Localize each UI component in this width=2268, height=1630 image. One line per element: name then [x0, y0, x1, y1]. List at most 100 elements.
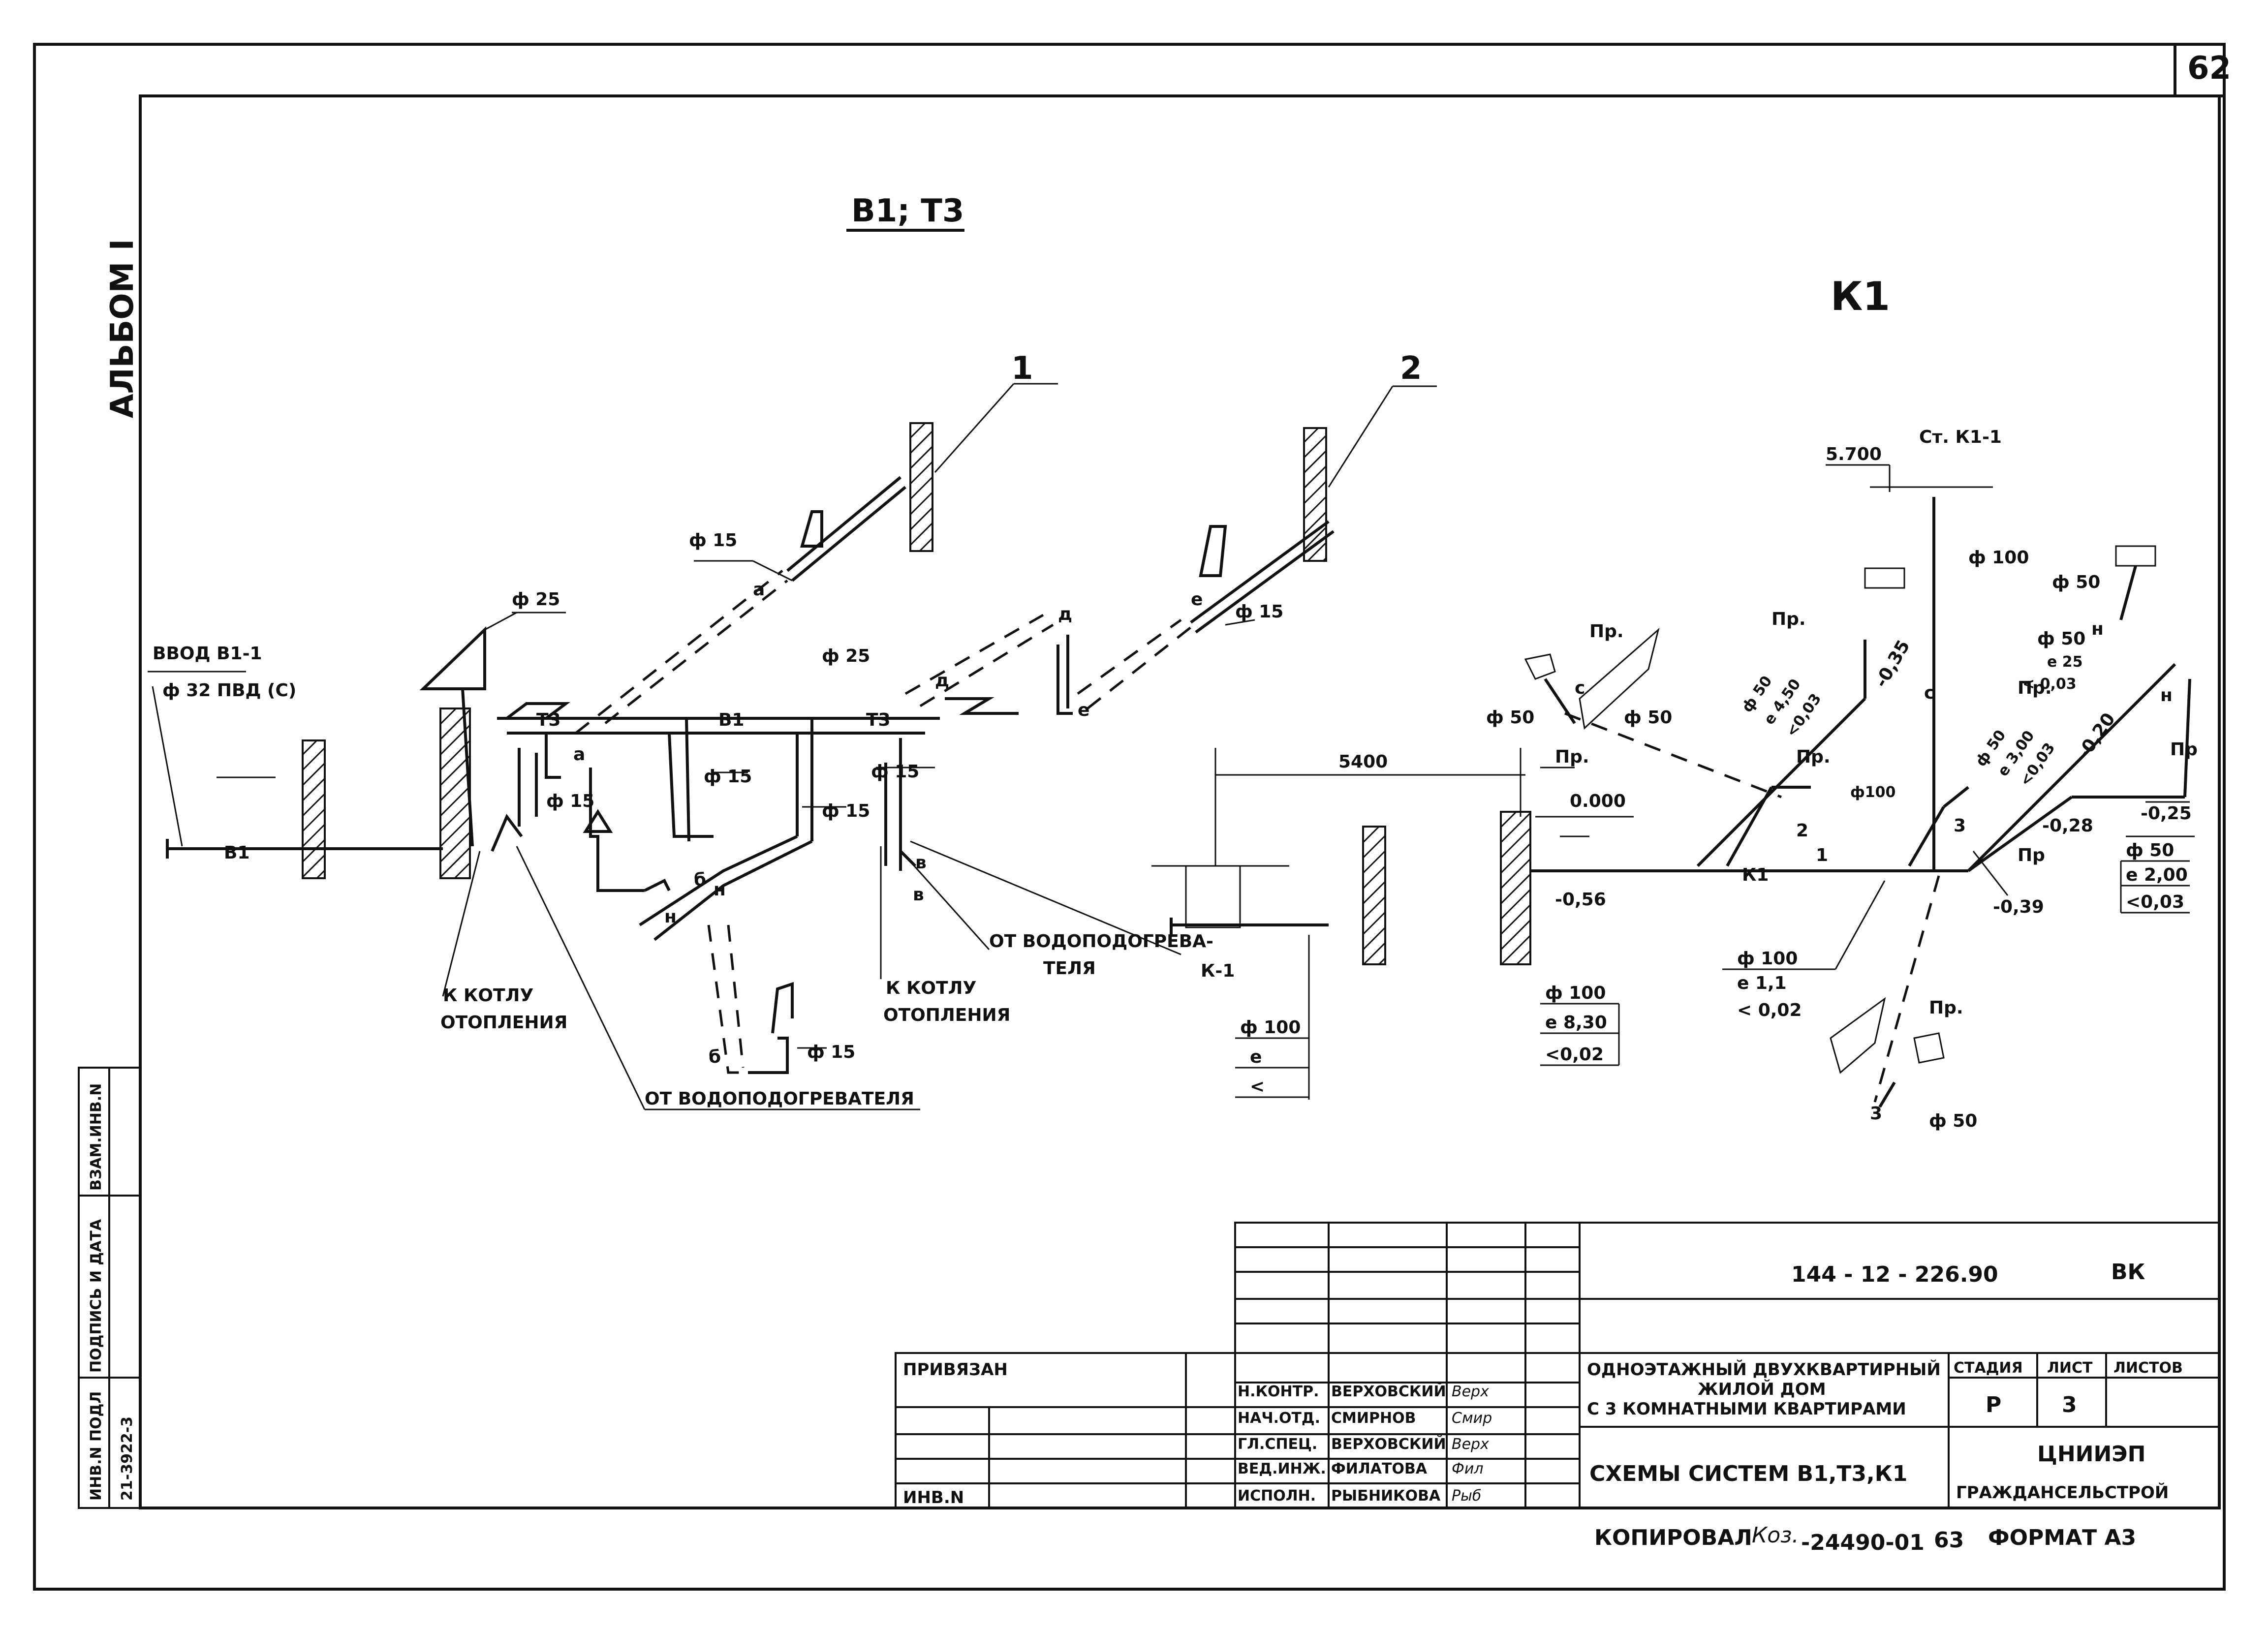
object-line-2: ЖИЛОЙ ДОМ	[1698, 1379, 1826, 1399]
doc-mark: ВК	[2111, 1260, 2145, 1285]
sheet-number: 62	[2187, 50, 2231, 87]
sign-1: Верх	[1452, 1383, 1489, 1400]
elev-top: 5.700	[1826, 444, 1882, 464]
letter-b-1: б	[694, 870, 706, 890]
elev-025: -0,25	[2141, 803, 2192, 824]
elev-039: -0,39	[1993, 897, 2044, 917]
k1-outlet-label: К-1	[1201, 961, 1235, 981]
sheet-frame	[33, 43, 2226, 1591]
legend-main-d: ф 100	[1545, 983, 1606, 1003]
letter-d-1: д	[1058, 604, 1072, 624]
letter-a-2: а	[573, 744, 585, 765]
legend-br3-d: ф 50	[2037, 629, 2085, 649]
role-4: ВЕД.ИНЖ.	[1238, 1460, 1326, 1477]
album-label: АЛЬБОМ I	[104, 239, 141, 418]
name-3: ВЕРХОВСКИЙ	[1331, 1435, 1446, 1453]
to-boiler-1a: К КОТЛУ	[443, 985, 533, 1006]
drawing-title: СХЕМЫ СИСТЕМ В1,Т3,К1	[1589, 1461, 1907, 1486]
letter-n-2: н	[714, 880, 726, 900]
legend-br3-s: < 0,03	[2022, 676, 2077, 693]
legend-right-d: ф 50	[2126, 840, 2174, 861]
letter-e-1: е	[1191, 589, 1203, 610]
legend-br3: ф 50 е 25 < 0,03	[2022, 629, 2085, 693]
to-boiler-2b: ОТОПЛЕНИЯ	[883, 1005, 1010, 1025]
stamp-vzam-inv: ВЗАМ.ИНВ.N	[88, 1083, 105, 1191]
legend-right: ф 50 е 2,00 <0,03	[2120, 840, 2190, 914]
legend-br3-e: е 25	[2047, 653, 2083, 671]
sheet-value: 3	[2062, 1392, 2077, 1417]
stamp-podpis-data: ПОДПИСЬ И ДАТА	[88, 1219, 105, 1373]
letter-b-2: б	[709, 1047, 721, 1067]
inlet-pipe: ф 32 ПВД (С)	[162, 680, 296, 701]
num-3b: 3	[1870, 1104, 1882, 1124]
pr-label-3: Пр.	[1555, 747, 1589, 767]
letter-v-2: в	[913, 885, 924, 905]
d100-label-2: ф100	[1850, 784, 1895, 801]
elev-035: -0,35	[1871, 637, 1914, 691]
k1-line-label: К1	[1742, 865, 1769, 885]
letter-v-1: в	[915, 853, 927, 873]
inv-n-label: ИНВ.N	[903, 1488, 964, 1507]
legend-br1: ф 50 е 4,50 <0,03	[1739, 673, 1825, 740]
letter-s-1: с	[1575, 678, 1585, 698]
num-1: 1	[1816, 845, 1828, 865]
legend-outlet-s: <	[1250, 1076, 1265, 1097]
letter-n-1: н	[664, 907, 677, 927]
num-3: 3	[1954, 816, 1966, 836]
letter-s-2: с	[1924, 683, 1934, 703]
doc-code: 144 - 12 - 226.90	[1791, 1262, 1998, 1287]
name-1: ВЕРХОВСКИЙ	[1331, 1383, 1446, 1400]
org-line-1: ЦНИИЭП	[2037, 1442, 2145, 1467]
footer-copier-sign: Коз.	[1752, 1523, 1799, 1548]
pr-label-6: Пр	[2170, 739, 2198, 760]
org-line-2: ГРАЖДАНСЕЛЬСТРОЙ	[1956, 1482, 2169, 1503]
footer-format: ФОРМАТ А3	[1988, 1525, 2136, 1550]
footer-page: 63	[1934, 1528, 1964, 1553]
d25-label-1: ф 25	[512, 589, 560, 610]
d15-label-7: ф 15	[807, 1042, 855, 1062]
elev-056: -0,56	[1555, 890, 1606, 910]
legend-outlet-e: е	[1250, 1047, 1262, 1067]
sign-3: Верх	[1452, 1436, 1489, 1453]
name-5: РЫБНИКОВА	[1331, 1487, 1441, 1505]
role-3: ГЛ.СПЕЦ.	[1238, 1436, 1317, 1453]
num-2: 2	[1796, 821, 1808, 841]
pr-label-2: Пр.	[1771, 609, 1806, 629]
from-heater-1: ОТ ВОДОПОДОГРЕВАТЕЛЯ	[645, 1089, 914, 1109]
pr-label-8: Пр.	[1929, 998, 1963, 1018]
to-boiler-1b: ОТОПЛЕНИЯ	[440, 1013, 567, 1033]
from-heater-2b: ТЕЛЯ	[1043, 958, 1096, 979]
b1-main-label: В1	[718, 710, 745, 730]
stage-label: СТАДИЯ	[1954, 1359, 2023, 1377]
pr-label-5: Пр.	[2018, 678, 2052, 698]
d15-label-2: ф 15	[704, 767, 752, 787]
name-4: ФИЛАТОВА	[1331, 1460, 1428, 1477]
footer-order: -24490-01	[1801, 1530, 1925, 1555]
letter-n-k1-1: н	[2091, 619, 2104, 639]
pr-label-4: Пр.	[1796, 747, 1831, 767]
object-line-1: ОДНОЭТАЖНЫЙ ДВУХКВАРТИРНЫЙ	[1587, 1359, 1941, 1380]
name-2: СМИРНОВ	[1331, 1410, 1416, 1427]
t3-main-label-2: Т3	[866, 710, 891, 730]
letter-n-k1-2: н	[2160, 685, 2173, 706]
d15-label-6: ф 15	[1235, 602, 1283, 622]
title-block	[895, 1222, 2220, 1509]
legend-br2: ф 50 е 3,00 <0,03	[1972, 727, 2059, 789]
letter-a-1: а	[753, 580, 765, 600]
title-b1-t3: В1; Т3	[851, 193, 964, 229]
inlet-title: ВВОД В1-1	[153, 644, 262, 664]
role-1: Н.КОНТР.	[1238, 1383, 1319, 1400]
riser-label: Ст. К1-1	[1919, 427, 2002, 447]
stamp-inv-podl: ИНВ.N ПОДЛ	[88, 1391, 105, 1501]
sheets-label: ЛИСТОВ	[2113, 1359, 2183, 1377]
from-heater-2a: ОТ ВОДОПОДОГРЕВА-	[989, 931, 1213, 952]
d100-label-1: ф 100	[1968, 548, 2029, 568]
k1-scheme	[1151, 464, 2195, 1108]
d50-label-1: ф 50	[1486, 707, 1534, 728]
elev-0000: 0.000	[1570, 791, 1626, 811]
role-2: НАЧ.ОТД.	[1238, 1410, 1320, 1427]
legend-bu-e: е 1,1	[1737, 973, 1787, 993]
sign-4: Фил	[1452, 1460, 1484, 1477]
legend-outlet-d: ф 100	[1240, 1017, 1301, 1038]
